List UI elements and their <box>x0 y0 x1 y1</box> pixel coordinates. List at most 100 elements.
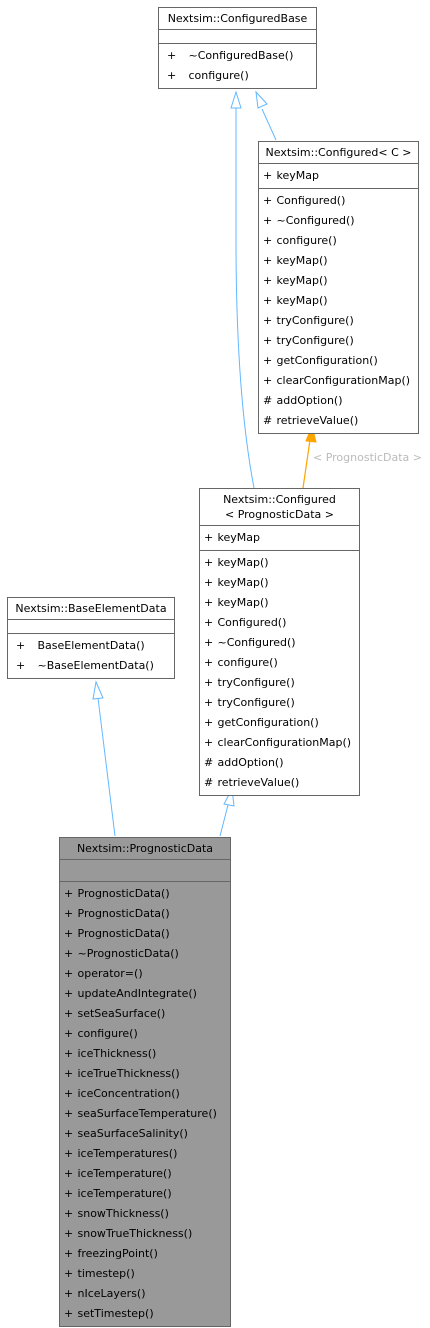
visibility-marker: + <box>64 907 74 920</box>
method-row[interactable]: + clearConfigurationMap() <box>204 733 355 753</box>
visibility-marker: + <box>204 576 214 589</box>
method-row[interactable]: + PrognosticData() <box>64 924 226 944</box>
visibility-marker: + <box>263 214 273 227</box>
member-name: updateAndIntegrate() <box>77 987 197 1000</box>
method-row[interactable]: # retrieveValue() <box>263 411 414 431</box>
method-row[interactable]: + getConfiguration() <box>204 713 355 733</box>
method-row[interactable]: + keyMap() <box>204 593 355 613</box>
visibility-marker: + <box>64 1067 74 1080</box>
edge-arrowhead <box>230 90 242 109</box>
visibility-marker: + <box>204 696 214 709</box>
member-name: ~ConfiguredBase() <box>188 49 294 62</box>
method-row[interactable]: + clearConfigurationMap() <box>263 371 414 391</box>
method-row[interactable]: + PrognosticData() <box>64 904 226 924</box>
class-title: Nextsim::Configured< C > <box>259 142 418 164</box>
member-name: retrieveValue() <box>276 414 359 427</box>
member-name: snowTrueThickness() <box>77 1227 193 1240</box>
member-name: Configured() <box>276 194 346 207</box>
member-name: getConfiguration() <box>217 716 319 729</box>
attribute-row[interactable]: + keyMap <box>204 528 355 548</box>
method-row[interactable]: + ~Configured() <box>263 211 414 231</box>
visibility-marker: + <box>64 967 74 980</box>
method-row[interactable]: # retrieveValue() <box>204 773 355 793</box>
method-row[interactable]: + setTimestep() <box>64 1304 226 1324</box>
method-row[interactable]: + ~ConfiguredBase() <box>163 46 312 66</box>
visibility-marker: + <box>64 947 74 960</box>
method-row[interactable]: + ~BaseElementData() <box>12 656 170 676</box>
visibility-marker: + <box>204 636 214 649</box>
method-row[interactable]: + configure() <box>263 231 414 251</box>
method-row[interactable]: + tryConfigure() <box>263 311 414 331</box>
member-name: timestep() <box>77 1267 135 1280</box>
member-name: configure() <box>276 234 337 247</box>
class-configured-prognostic-data[interactable]: Nextsim::Configured < PrognosticData > +… <box>199 488 360 796</box>
method-row[interactable]: + setSeaSurface() <box>64 1004 226 1024</box>
method-row[interactable]: + configure() <box>163 66 312 86</box>
member-name: PrognosticData() <box>77 887 170 900</box>
method-row[interactable]: + tryConfigure() <box>263 331 414 351</box>
method-row[interactable]: + tryConfigure() <box>204 693 355 713</box>
visibility-marker: + <box>64 887 74 900</box>
member-name: PrognosticData() <box>77 927 170 940</box>
method-row[interactable]: + seaSurfaceSalinity() <box>64 1124 226 1144</box>
member-name: setTimestep() <box>77 1307 154 1320</box>
method-row[interactable]: + ~Configured() <box>204 633 355 653</box>
method-row[interactable]: + Configured() <box>204 613 355 633</box>
member-name: keyMap() <box>276 274 328 287</box>
class-configured-base[interactable]: Nextsim::ConfiguredBase + ~ConfiguredBas… <box>158 7 317 89</box>
method-row[interactable]: + PrognosticData() <box>64 884 226 904</box>
method-row[interactable]: + keyMap() <box>263 271 414 291</box>
method-row[interactable]: + snowTrueThickness() <box>64 1224 226 1244</box>
visibility-marker: + <box>263 374 273 387</box>
attributes-section: + keyMap <box>259 164 418 189</box>
visibility-marker: + <box>64 1107 74 1120</box>
member-name: keyMap() <box>217 596 269 609</box>
method-row[interactable]: # addOption() <box>263 391 414 411</box>
method-row[interactable]: + configure() <box>64 1024 226 1044</box>
method-row[interactable]: + iceConcentration() <box>64 1084 226 1104</box>
visibility-marker: + <box>263 314 273 327</box>
class-title: Nextsim::ConfiguredBase <box>159 8 316 30</box>
visibility-marker: + <box>64 1307 74 1320</box>
member-name: iceThickness() <box>77 1047 157 1060</box>
class-base-element-data[interactable]: Nextsim::BaseElementData + BaseElementDa… <box>7 597 175 679</box>
method-row[interactable]: + keyMap() <box>204 553 355 573</box>
method-row[interactable]: + iceThickness() <box>64 1044 226 1064</box>
method-row[interactable]: + ~PrognosticData() <box>64 944 226 964</box>
visibility-marker: + <box>64 1027 74 1040</box>
member-name: clearConfigurationMap() <box>276 374 411 387</box>
method-row[interactable]: + iceTemperature() <box>64 1184 226 1204</box>
method-row[interactable]: + iceTemperatures() <box>64 1144 226 1164</box>
member-name: ~Configured() <box>217 636 296 649</box>
method-row[interactable]: + iceTemperature() <box>64 1164 226 1184</box>
class-configured-template[interactable]: Nextsim::Configured< C > + keyMap + Conf… <box>258 141 419 434</box>
method-row[interactable]: + Configured() <box>263 191 414 211</box>
member-name: iceTemperatures() <box>77 1147 178 1160</box>
member-name: snowThickness() <box>77 1207 169 1220</box>
method-row[interactable]: + nIceLayers() <box>64 1284 226 1304</box>
visibility-marker: + <box>263 354 273 367</box>
method-row[interactable]: + BaseElementData() <box>12 636 170 656</box>
edge-prognostic-to-base-element <box>97 697 116 837</box>
method-row[interactable]: + keyMap() <box>204 573 355 593</box>
attribute-row[interactable]: + keyMap <box>263 166 414 186</box>
attributes-section <box>8 620 174 634</box>
method-row[interactable]: + configure() <box>204 653 355 673</box>
method-row[interactable]: + updateAndIntegrate() <box>64 984 226 1004</box>
method-row[interactable]: + timestep() <box>64 1264 226 1284</box>
visibility-marker: + <box>64 1227 74 1240</box>
method-row[interactable]: + snowThickness() <box>64 1204 226 1224</box>
method-row[interactable]: + getConfiguration() <box>263 351 414 371</box>
method-row[interactable]: + iceTrueThickness() <box>64 1064 226 1084</box>
attributes-section: + keyMap <box>200 526 359 551</box>
method-row[interactable]: + keyMap() <box>263 291 414 311</box>
method-row[interactable]: + seaSurfaceTemperature() <box>64 1104 226 1124</box>
method-row[interactable]: + freezingPoint() <box>64 1244 226 1264</box>
visibility-marker: # <box>263 414 273 427</box>
method-row[interactable]: + keyMap() <box>263 251 414 271</box>
class-prognostic-data[interactable]: Nextsim::PrognosticData + PrognosticData… <box>59 837 231 1327</box>
visibility-marker: + <box>16 659 26 672</box>
method-row[interactable]: + tryConfigure() <box>204 673 355 693</box>
method-row[interactable]: # addOption() <box>204 753 355 773</box>
method-row[interactable]: + operator=() <box>64 964 226 984</box>
